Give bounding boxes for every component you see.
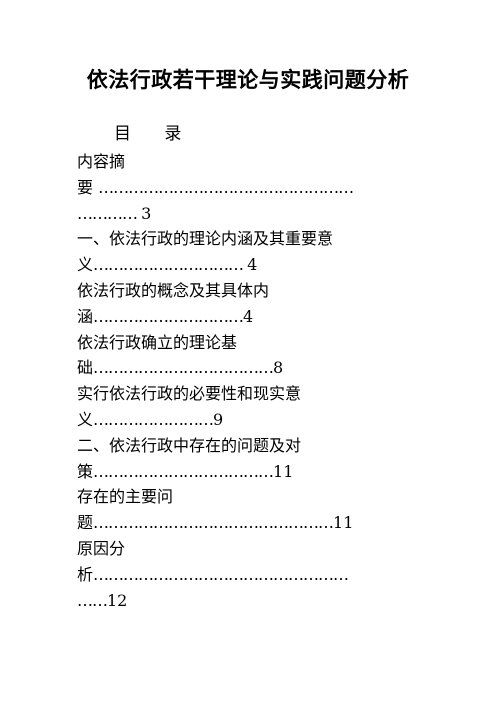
toc-line-text: 涵	[77, 306, 94, 326]
toc-page-number: 11	[333, 513, 354, 533]
toc-line: 原因分	[77, 536, 417, 562]
toc-line-text: 存在的主要问	[77, 487, 174, 507]
toc-line: 依法行政的概念及其具体内	[77, 278, 417, 304]
toc-line-text: 析	[77, 564, 94, 584]
toc-page-number: 8	[273, 358, 284, 378]
toc-leader-dots: …………………………	[93, 255, 248, 275]
toc-page-number: 3	[141, 203, 152, 223]
toc-line-text: 义	[77, 409, 94, 429]
toc-page-number: 4	[247, 255, 258, 275]
toc-leader-dots: ……	[77, 590, 108, 610]
toc-line: 础………………………………8	[77, 355, 417, 381]
toc-heading: 目 录	[114, 124, 196, 144]
toc-line-text: 础	[77, 358, 94, 378]
toc-line: 依法行政确立的理论基	[77, 330, 417, 356]
toc-page-number: 12	[107, 590, 128, 610]
toc-line: 内容摘	[77, 149, 417, 175]
toc-leader-dots: ……………………	[93, 409, 214, 429]
toc-line: 析……………………………………………	[77, 562, 417, 588]
toc-line-text: 内容摘	[77, 152, 126, 171]
toc-line: 义………………………… 4	[77, 252, 417, 278]
toc-page-number: 9	[213, 409, 224, 429]
toc-line-text: 义	[77, 255, 94, 275]
toc-line: 要 ……………………………………………	[77, 175, 417, 201]
toc-leader-dots: ………………………………	[93, 461, 274, 481]
toc-line-text: 原因分	[77, 538, 126, 558]
toc-line: ………… 3	[77, 201, 417, 227]
toc-leader-dots: …………………………………………	[93, 513, 334, 533]
toc-leader-dots: …………	[77, 203, 142, 223]
toc-line: 策………………………………11	[77, 459, 417, 485]
toc-page-number: 11	[273, 461, 294, 481]
toc-line-text: 策	[77, 461, 94, 481]
toc-line-text: 二、依法行政中存在的问题及对	[77, 435, 302, 455]
table-of-contents: 内容摘 要 …………………………………………… ………… 3 一、依法行政的理论…	[77, 149, 417, 613]
toc-line: ……12	[77, 588, 417, 614]
document-title: 依法行政若干理论与实践问题分析	[86, 68, 410, 92]
toc-leader-dots: ……………………………………………	[93, 564, 349, 584]
toc-line: 存在的主要问	[77, 484, 417, 510]
toc-leader-dots: …………………………	[93, 306, 244, 326]
toc-line-text: 题	[77, 513, 94, 533]
toc-line-text: 实行依法行政的必要性和现实意	[77, 384, 302, 404]
toc-leader-dots: ……………………………………………	[98, 177, 354, 197]
toc-line: 实行依法行政的必要性和现实意	[77, 381, 417, 407]
toc-line: 一、依法行政的理论内涵及其重要意	[77, 226, 417, 252]
toc-line-text: 依法行政确立的理论基	[77, 332, 238, 352]
toc-line: 题…………………………………………11	[77, 510, 417, 536]
toc-line: 涵…………………………4	[77, 304, 417, 330]
toc-line-text: 要	[77, 177, 99, 197]
toc-line-text: 依法行政的概念及其具体内	[77, 280, 270, 300]
toc-leader-dots: ………………………………	[93, 358, 274, 378]
toc-line: 义……………………9	[77, 407, 417, 433]
toc-page-number: 4	[243, 306, 254, 326]
toc-line: 二、依法行政中存在的问题及对	[77, 433, 417, 459]
toc-line-text: 一、依法行政的理论内涵及其重要意	[77, 229, 334, 249]
